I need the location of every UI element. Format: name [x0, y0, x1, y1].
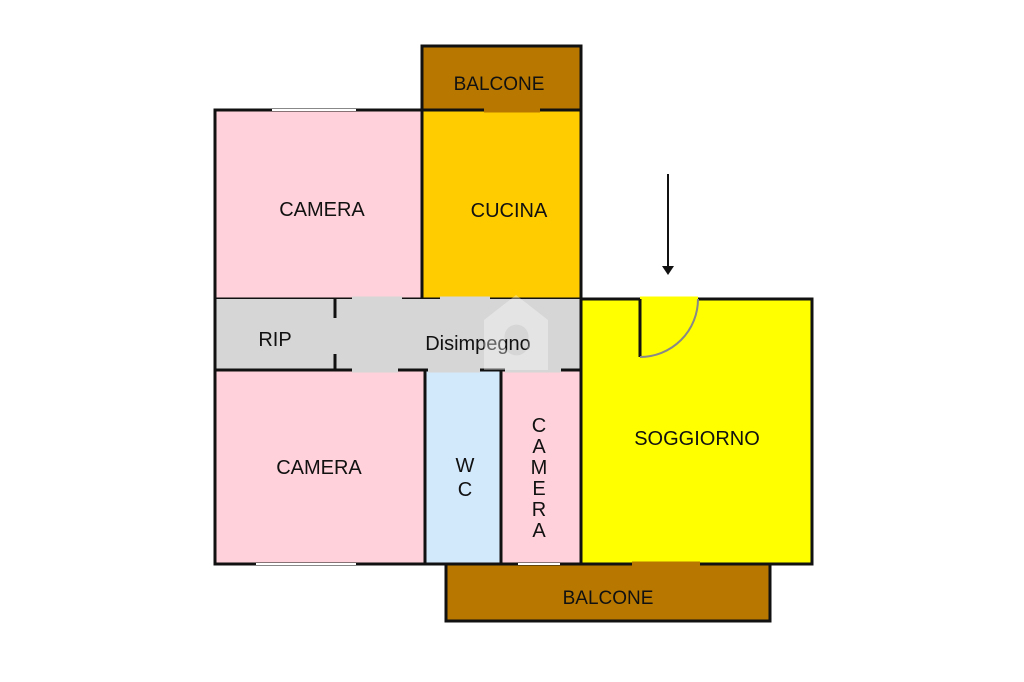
room-camera-bottom: CAMERA [213, 368, 427, 566]
interior-walls [213, 299, 583, 372]
camera-small-letter: R [532, 499, 546, 521]
camera-bottom-label: CAMERA [276, 457, 362, 479]
wc-label-line1: W [456, 455, 475, 477]
disimpegno-area [335, 299, 581, 370]
room-rip: RIP [215, 299, 335, 370]
camera-small-letter: M [531, 457, 548, 479]
balcone-top-area [420, 44, 583, 112]
room-wc: W C [423, 368, 503, 566]
camera-small-letter: A [532, 520, 546, 542]
windows [256, 109, 560, 565]
camera-small-letter: E [532, 478, 545, 500]
room-soggiorno: SOGGIORNO [579, 297, 814, 566]
room-camera-top: CAMERA [213, 108, 424, 301]
room-cucina: CUCINA [420, 108, 583, 301]
camera-small-letter: C [532, 415, 546, 437]
soggiorno-label: SOGGIORNO [634, 428, 760, 450]
camera-top-label: CAMERA [279, 199, 365, 221]
door-openings [352, 107, 700, 567]
balcone-bottom-area [444, 562, 772, 623]
room-balcone-bottom: BALCONE [444, 562, 772, 623]
house-watermark-icon [484, 295, 548, 370]
balcone-bottom-label: BALCONE [563, 588, 654, 609]
camera-small-letter: A [532, 436, 546, 458]
room-balcone-top: BALCONE [420, 44, 583, 112]
wc-label-line2: C [458, 479, 472, 501]
rip-label: RIP [258, 329, 291, 351]
cucina-label: CUCINA [471, 200, 548, 222]
balcone-top-label: BALCONE [454, 74, 545, 95]
disimpegno-label: Disimpegno [425, 333, 531, 355]
room-disimpegno: Disimpegno [335, 299, 581, 370]
door-swing-icon [638, 298, 699, 358]
room-camera-small: C A M E R A [499, 368, 583, 566]
camera-top-area [213, 108, 424, 301]
rip-area [215, 299, 335, 370]
down-arrow-icon [662, 174, 674, 275]
